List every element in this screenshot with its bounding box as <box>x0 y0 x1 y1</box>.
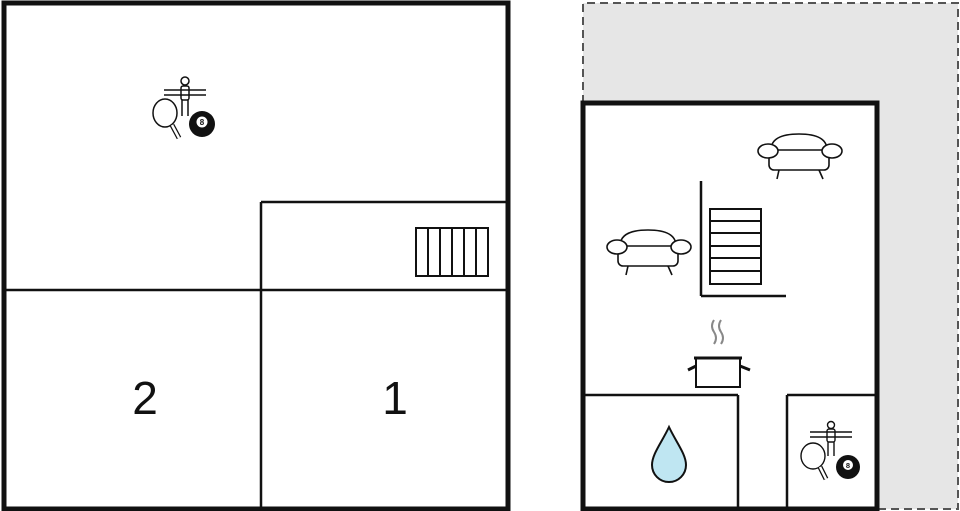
outside-area-border <box>582 2 959 510</box>
svg-text:8: 8 <box>200 118 205 127</box>
outside-area <box>583 3 958 509</box>
sofa-icon <box>757 133 843 180</box>
table-tennis-icon <box>800 442 829 481</box>
sofa-icon <box>606 229 692 276</box>
table-tennis-icon <box>152 98 182 140</box>
right-outer-wall <box>580 100 880 511</box>
game-room-icons-small: 8 <box>800 420 860 481</box>
billiards-icon: 8 <box>836 455 860 479</box>
table-football-icon <box>164 76 206 116</box>
kitchen-pot-icon <box>687 319 751 388</box>
left-floor-plan: 8 2 1 <box>1 0 511 511</box>
room-number-1: 1 <box>382 372 408 424</box>
game-room-icons: 8 <box>152 76 215 140</box>
right-floor-plan: 8 <box>580 2 959 511</box>
water-drop-icon <box>650 424 688 483</box>
billiards-icon: 8 <box>189 111 215 137</box>
table-football-icon <box>810 420 852 456</box>
left-outer-wall <box>1 0 511 511</box>
svg-text:8: 8 <box>846 461 850 470</box>
staircase-icon <box>699 181 786 298</box>
staircase-icon <box>415 227 489 277</box>
room-number-2: 2 <box>132 372 158 424</box>
